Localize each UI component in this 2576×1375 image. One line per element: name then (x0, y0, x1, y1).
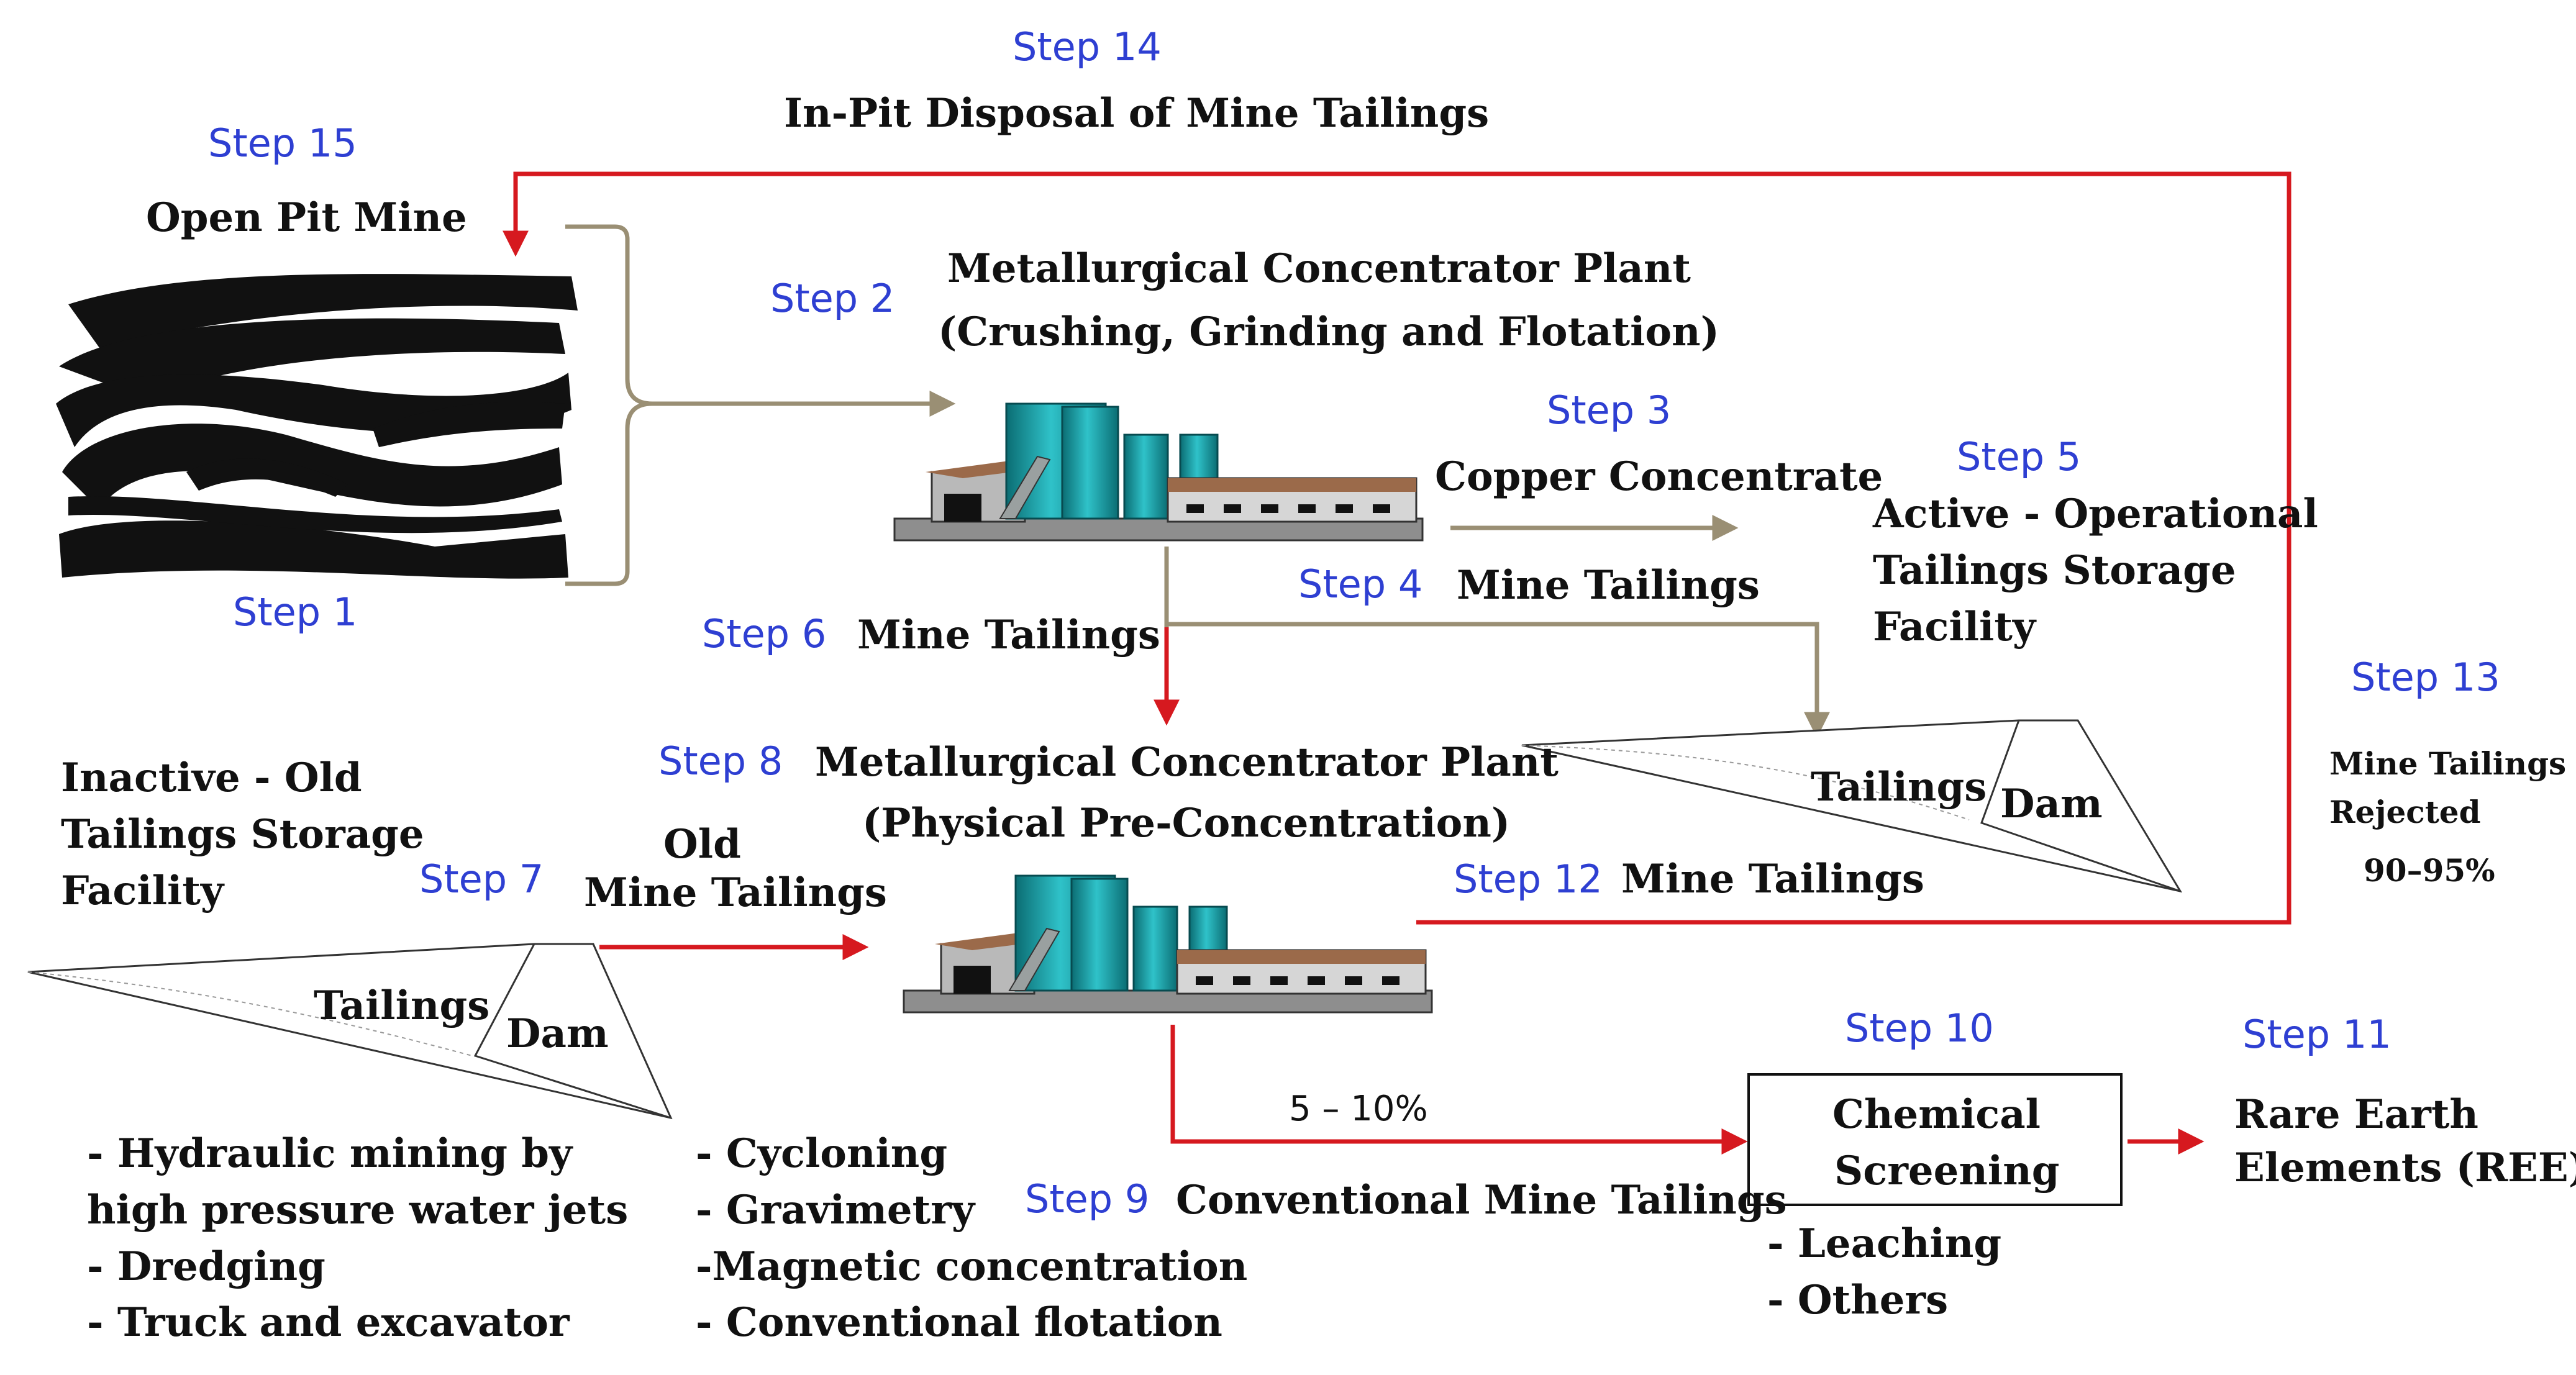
step-13-label: Step 13 (2351, 655, 2500, 700)
dam-inactive-label: Dam (506, 1010, 609, 1057)
step-4-label: Step 4 (1298, 561, 1423, 607)
inactive-tsf-line2: Tailings Storage (61, 810, 424, 858)
dam-active-label: Dam (2000, 781, 2103, 827)
in-pit-disposal-label: In-Pit Disposal of Mine Tailings (784, 90, 1490, 137)
list-item: - Others (1767, 1276, 1949, 1323)
list-item: high pressure water jets (87, 1186, 629, 1233)
rejected-line2: Rejected (2329, 794, 2481, 830)
active-tailings-dam (1521, 719, 2183, 893)
step-11-label: Step 11 (2242, 1012, 2392, 1057)
open-pit-mine-label: Open Pit Mine (146, 194, 467, 241)
inactive-tsf-label: Inactive - Old Tailings Storage Facility (61, 755, 424, 915)
mine-tailings-step4-label: Mine Tailings (1457, 562, 1760, 609)
list-item: - Cycloning (696, 1130, 948, 1177)
list-item: - Leaching (1767, 1220, 2002, 1267)
plant2-title-line1: Metallurgical Concentrator Plant (815, 739, 1559, 786)
plant1-title-line2: (Crushing, Grinding and Flotation) (938, 309, 1719, 355)
step-9-label: Step 9 (1025, 1176, 1150, 1222)
tailings-to-active-tsf-arrow (1167, 622, 1830, 738)
pre-concentration-list: - Cycloning - Gravimetry -Magnetic conce… (696, 1130, 1247, 1347)
step-6-label: Step 6 (702, 611, 827, 656)
open-pit-mine-illustration (56, 274, 578, 579)
step-14-label: Step 14 (1013, 24, 1162, 70)
step-12-label: Step 12 (1454, 856, 1603, 902)
tailings-inactive-label: Tailings (314, 982, 490, 1029)
step-15-label: Step 15 (208, 120, 357, 166)
active-tsf-line1: Active - Operational (1873, 491, 2318, 537)
list-item: - Hydraulic mining by (87, 1130, 573, 1177)
step-7-label: Step 7 (419, 856, 544, 902)
list-item: -Magnetic concentration (696, 1243, 1248, 1290)
tailings-active-label: Tailings (1811, 764, 1987, 810)
mine-bracket (565, 224, 653, 586)
step-3-label: Step 3 (1547, 388, 1672, 433)
inactive-tsf-line3: Facility (61, 867, 224, 914)
list-item: - Truck and excavator (87, 1299, 570, 1346)
old-tailings-line2: Mine Tailings (584, 869, 887, 916)
plant2-to-chemical-screening-arrow (1170, 1025, 1748, 1155)
inactive-tailings-dam (27, 943, 673, 1120)
ree-line2: Elements (REE) (2234, 1145, 2576, 1191)
list-item: - Gravimetry (696, 1186, 975, 1233)
active-tsf-line3: Facility (1873, 603, 2036, 650)
chemical-methods-list: - Leaching - Others (1767, 1220, 2001, 1325)
chemical-label: Chemical (1832, 1091, 2041, 1138)
active-tsf-line2: Tailings Storage (1873, 547, 2236, 594)
in-pit-disposal-loop-arrow (503, 171, 2292, 925)
plant2-title-line2: (Physical Pre-Concentration) (862, 800, 1511, 846)
list-item: - Conventional flotation (696, 1299, 1222, 1346)
rejected-percent: 90–95% (2364, 852, 2495, 889)
screening-label: Screening (1834, 1148, 2060, 1194)
step-8-label: Step 8 (658, 738, 783, 784)
active-tsf-label: Active - Operational Tailings Storage Fa… (1873, 491, 2318, 651)
step-10-label: Step 10 (1845, 1005, 1994, 1051)
mine-tailings-step12-label: Mine Tailings (1621, 856, 1924, 902)
old-tailings-line1: Old (663, 821, 741, 868)
ree-line1: Rare Earth (2234, 1091, 2478, 1138)
step-1-label: Step 1 (233, 589, 358, 635)
concentrator-plant-1 (893, 402, 1424, 542)
step-5-label: Step 5 (1957, 434, 2082, 479)
list-item: - Dredging (87, 1243, 325, 1290)
plant1-title-line1: Metallurgical Concentrator Plant (947, 245, 1691, 292)
chemical-screening-box (1747, 1073, 2123, 1206)
rejected-line1: Mine Tailings (2329, 745, 2567, 782)
conventional-tailings-label: Conventional Mine Tailings (1176, 1177, 1787, 1223)
percent-5-10-label: 5 – 10% (1289, 1089, 1428, 1129)
concentrator-plant-2 (903, 874, 1433, 1014)
mining-methods-list: - Hydraulic mining by high pressure wate… (87, 1130, 628, 1347)
inactive-tsf-line1: Inactive - Old (61, 755, 362, 801)
mine-tailings-step6-label: Mine Tailings (857, 612, 1160, 658)
step-2-label: Step 2 (770, 276, 895, 321)
copper-concentrate-label: Copper Concentrate (1435, 453, 1883, 500)
